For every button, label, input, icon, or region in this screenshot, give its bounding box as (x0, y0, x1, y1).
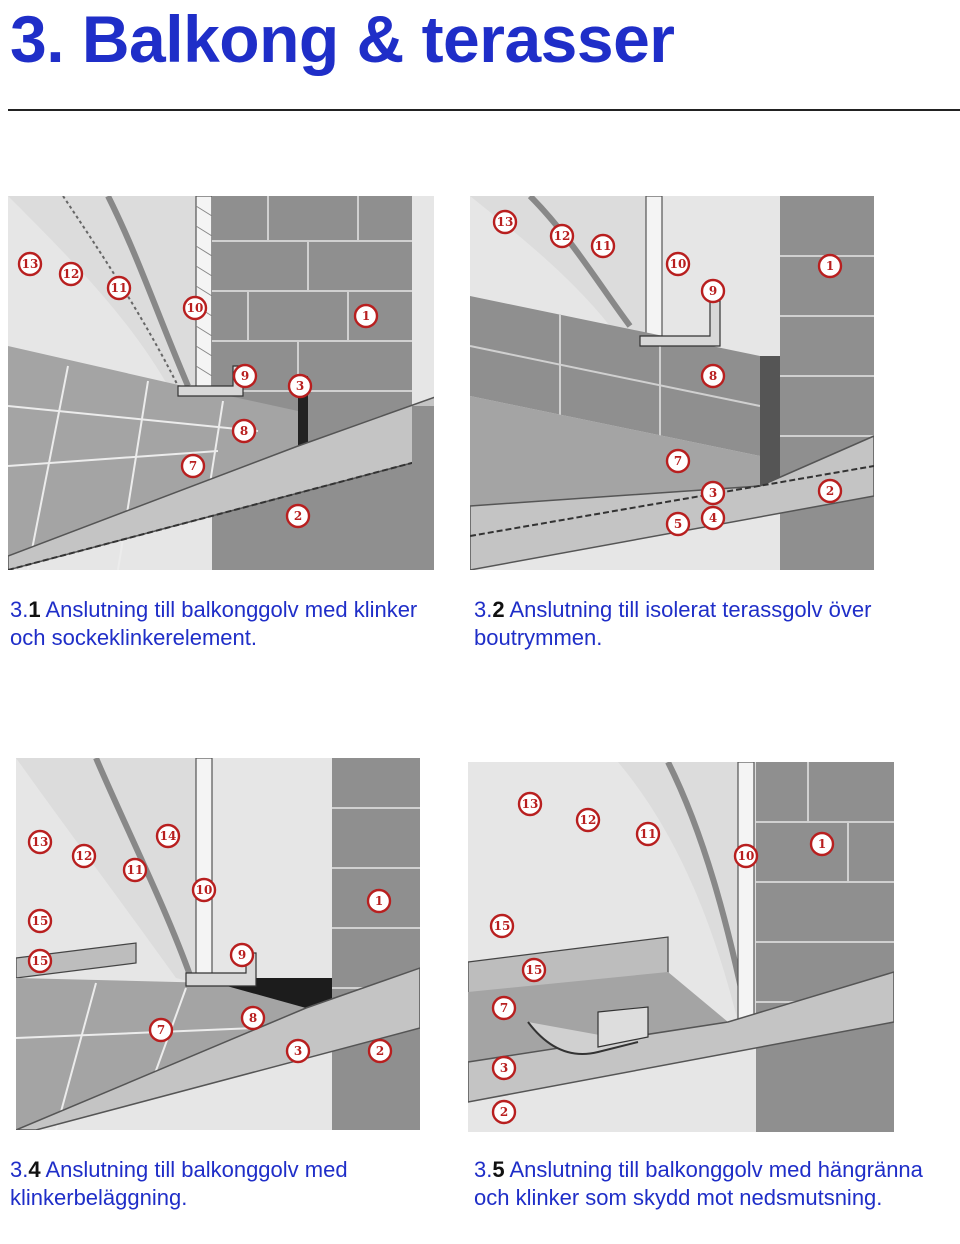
callout-label: 3 (500, 1061, 508, 1075)
callout-label: 8 (249, 1011, 257, 1025)
callout-label: 10 (670, 257, 687, 271)
callout-label: 9 (238, 948, 246, 962)
callout-label: 9 (241, 369, 249, 383)
callout-label: 1 (362, 309, 370, 323)
callout-label: 12 (554, 229, 571, 243)
figure-3-1-callouts: 13 12 11 10 9 3 1 8 7 2 (17, 251, 379, 529)
figure-3-4-drawing: 13 12 11 14 10 1 15 15 9 7 8 3 2 (16, 758, 420, 1130)
caption-number: 2 (492, 597, 505, 622)
callout-label: 8 (240, 424, 248, 438)
callout-label: 10 (187, 301, 204, 315)
caption-text: Anslutning till isolerat terassgolv över… (474, 597, 872, 650)
callout-label: 13 (22, 257, 39, 271)
callout-label: 11 (595, 239, 612, 253)
callout-label: 13 (32, 835, 49, 849)
callout-label: 5 (674, 517, 682, 531)
caption-text: Anslutning till balkonggolv med klinker … (10, 597, 418, 650)
callout-label: 7 (157, 1023, 165, 1037)
callout-label: 11 (640, 827, 657, 841)
caption-number: 1 (28, 597, 41, 622)
callout-label: 15 (32, 954, 49, 968)
figure-3-4-illustration: 13 12 11 14 10 1 15 15 9 7 8 3 2 (16, 758, 420, 1130)
figure-3-5-illustration: 13 12 11 10 1 15 15 7 3 2 (468, 762, 894, 1132)
callout-label: 10 (738, 849, 755, 863)
callout-label: 2 (826, 484, 834, 498)
figure-3-1-caption: 3.1 Anslutning till balkonggolv med klin… (10, 596, 450, 652)
caption-text: Anslutning till balkonggolv med hängränn… (474, 1157, 923, 1210)
caption-prefix: 3. (474, 1157, 493, 1182)
callout-label: 7 (500, 1001, 508, 1015)
callout-label: 2 (376, 1044, 384, 1058)
callout-label: 14 (160, 829, 177, 843)
callout-label: 3 (296, 379, 304, 393)
caption-number: 4 (28, 1157, 41, 1182)
callout-label: 4 (709, 511, 717, 525)
figure-3-1-illustration: 13 12 11 10 9 3 1 8 7 2 (8, 196, 434, 570)
callout-label: 1 (826, 259, 834, 273)
figure-3-5-callouts: 13 12 11 10 1 15 15 7 3 2 (489, 791, 835, 1125)
callout-label: 12 (76, 849, 93, 863)
caption-number: 5 (492, 1157, 505, 1182)
callout-label: 1 (375, 894, 383, 908)
figure-3-2-caption: 3.2 Anslutning till isolerat terassgolv … (474, 596, 914, 652)
caption-prefix: 3. (10, 597, 29, 622)
caption-prefix: 3. (10, 1157, 29, 1182)
callout-label: 13 (497, 215, 514, 229)
caption-text: Anslutning till balkonggolv med klinkerb… (10, 1157, 348, 1210)
callout-label: 15 (494, 919, 511, 933)
callout-label: 15 (526, 963, 543, 977)
figure-3-5-caption: 3.5 Anslutning till balkonggolv med häng… (474, 1156, 944, 1212)
caption-prefix: 3. (474, 597, 493, 622)
callout-label: 1 (818, 837, 826, 851)
figure-3-1-drawing: 13 12 11 10 9 3 1 8 7 2 (8, 196, 434, 570)
figure-3-4-caption: 3.4 Anslutning till balkonggolv med klin… (10, 1156, 450, 1212)
figure-3-2-callouts: 13 12 11 10 9 1 8 7 3 2 5 4 (492, 209, 843, 537)
figure-3-5-drawing: 13 12 11 10 1 15 15 7 3 2 (468, 762, 894, 1132)
callout-label: 15 (32, 914, 49, 928)
callout-label: 2 (500, 1105, 508, 1119)
callout-label: 12 (580, 813, 597, 827)
callout-label: 11 (111, 281, 128, 295)
callout-label: 3 (294, 1044, 302, 1058)
callout-label: 12 (63, 267, 80, 281)
callout-label: 3 (709, 486, 717, 500)
callout-label: 11 (127, 863, 144, 877)
callout-label: 8 (709, 369, 717, 383)
callout-label: 13 (522, 797, 539, 811)
figure-3-2-illustration: 13 12 11 10 9 1 8 7 3 2 5 4 (470, 196, 874, 570)
title-divider (8, 109, 960, 111)
callout-label: 7 (189, 459, 197, 473)
callout-label: 10 (196, 883, 213, 897)
figure-3-4-callouts: 13 12 11 14 10 1 15 15 9 7 8 3 2 (27, 823, 393, 1064)
figure-3-2-drawing: 13 12 11 10 9 1 8 7 3 2 5 4 (470, 196, 874, 570)
page-title: 3. Balkong & terasser (10, 2, 675, 76)
callout-label: 2 (294, 509, 302, 523)
callout-label: 9 (709, 284, 717, 298)
callout-label: 7 (674, 454, 682, 468)
